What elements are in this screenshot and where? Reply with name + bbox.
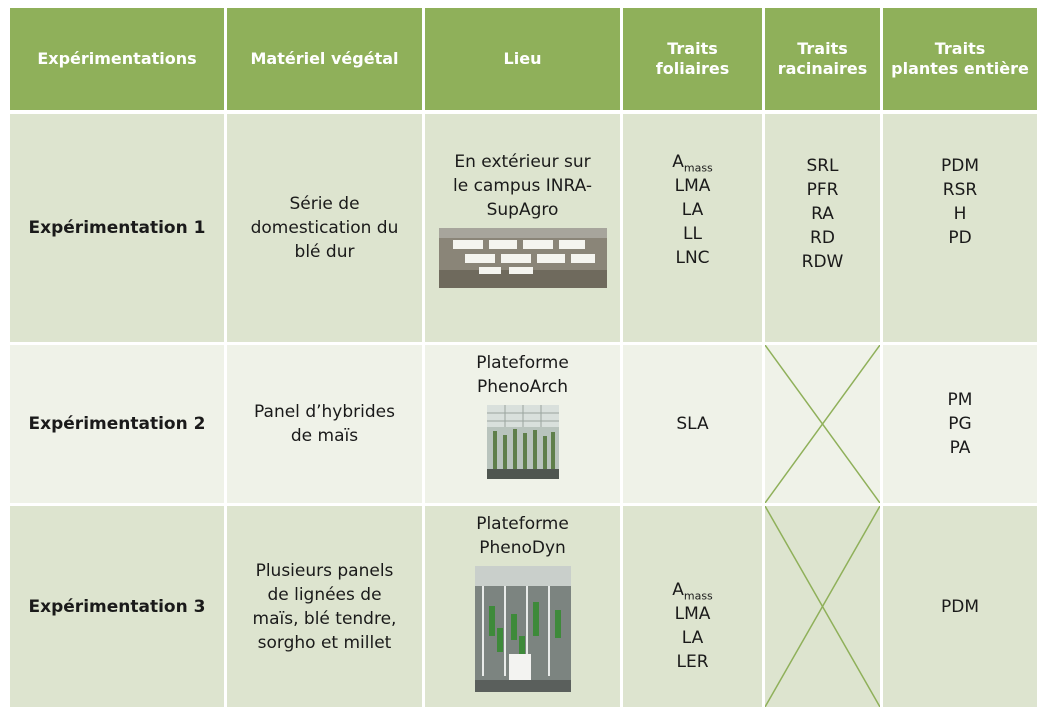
row2-lieu: Plateforme PhenoArch <box>425 345 620 503</box>
row1-experimentation: Expérimentation 1 <box>10 114 224 342</box>
row3-traits-plantes: PDM <box>883 506 1037 707</box>
header-label: Expérimentations <box>37 49 197 68</box>
header-label: Traits <box>934 39 986 58</box>
material-line: blé dur <box>294 242 355 262</box>
trait-item: PM <box>947 390 973 410</box>
header-lieu: Lieu <box>425 8 620 110</box>
header-traits-foliaires: Traits foliaires <box>623 8 762 110</box>
not-applicable-cross <box>765 506 880 707</box>
greenhouse-photo <box>486 405 559 479</box>
material-line: Série de <box>289 194 360 214</box>
trait-item: RD <box>810 228 835 248</box>
material-line: de maïs <box>290 426 359 446</box>
trait-item: SLA <box>676 414 709 434</box>
phenotyping-platform-photo <box>474 566 571 692</box>
trait-item: PD <box>948 228 972 248</box>
location-line: En extérieur sur <box>454 152 591 172</box>
experiment-name: Expérimentation 1 <box>28 218 206 238</box>
trait-item: RDW <box>801 252 844 272</box>
header-label: Matériel végétal <box>250 49 399 68</box>
trait-item: LER <box>676 652 709 672</box>
trait-item: PDM <box>940 596 979 617</box>
trait-item: RSR <box>942 180 978 200</box>
experiment-name: Expérimentation 2 <box>28 414 206 434</box>
row1-materiel: Série de domestication du blé dur <box>227 114 422 342</box>
experiment-name: Expérimentation 3 <box>28 596 206 617</box>
amass-base: A <box>672 580 684 600</box>
material-line: sorgho et millet <box>257 632 392 653</box>
material-line: maïs, blé tendre, <box>252 608 397 629</box>
trait-item: RA <box>811 204 834 224</box>
row3-lieu: Plateforme PhenoDyn <box>425 506 620 707</box>
trait-item: SRL <box>806 156 839 176</box>
trait-item: PA <box>949 438 971 458</box>
trait-item: LA <box>681 628 704 648</box>
row2-traits-plantes: PM PG PA <box>883 345 1037 503</box>
row2-traits-racinaires <box>765 345 880 503</box>
material-line: Panel d’hybrides <box>254 402 395 422</box>
material-line: Plusieurs panels <box>255 560 394 581</box>
row3-materiel: Plusieurs panels de lignées de maïs, blé… <box>227 506 422 707</box>
header-traits-plantes: Traits plantes entière <box>883 8 1037 110</box>
location-line: le campus INRA- <box>453 176 592 196</box>
trait-item: LNC <box>675 248 710 268</box>
header-label: Traits <box>667 39 718 58</box>
trait-item: LA <box>681 200 704 220</box>
row1-traits-plantes: PDM RSR H PD <box>883 114 1037 342</box>
row3-traits-foliaires: Amass LMA LA LER <box>623 506 762 707</box>
trait-item: H <box>953 204 967 224</box>
row1-traits-foliaires: Amass LMA LA LL LNC <box>623 114 762 342</box>
trait-item: PG <box>948 414 972 434</box>
row1-traits-racinaires: SRL PFR RA RD RDW <box>765 114 880 342</box>
row2-experimentation: Expérimentation 2 <box>10 345 224 503</box>
amass-subscript: mass <box>683 161 713 175</box>
header-label: Lieu <box>503 49 542 68</box>
material-line: domestication du <box>250 218 399 238</box>
not-applicable-cross <box>765 345 880 503</box>
traits-table: Expérimentations Matériel végétal Lieu T… <box>10 8 1037 707</box>
header-label: Traits <box>797 39 848 58</box>
trait-item: LMA <box>674 176 711 196</box>
header-label: foliaires <box>655 59 730 78</box>
trait-item: PDM <box>940 156 979 176</box>
location-line: Plateforme <box>476 353 569 373</box>
location-line: Plateforme <box>476 514 569 534</box>
amass-base: A <box>672 152 684 172</box>
amass-trait: Amass <box>672 578 713 602</box>
trait-item: PFR <box>806 180 839 200</box>
header-label: plantes entière <box>891 59 1029 78</box>
row3-traits-racinaires <box>765 506 880 707</box>
material-line: de lignées de <box>267 584 382 605</box>
row1-lieu: En extérieur sur le campus INRA- SupAgro <box>425 114 620 342</box>
outdoor-pots-photo <box>438 228 607 288</box>
row2-materiel: Panel d’hybrides de maïs <box>227 345 422 503</box>
location-line: PhenoDyn <box>479 538 566 558</box>
header-experimentations: Expérimentations <box>10 8 224 110</box>
amass-subscript: mass <box>683 589 713 603</box>
trait-item: LL <box>683 224 702 244</box>
location-line: PhenoArch <box>476 377 569 397</box>
header-label: racinaires <box>777 59 868 78</box>
location-line: SupAgro <box>486 200 559 220</box>
amass-trait: Amass <box>672 150 713 174</box>
row2-traits-foliaires: SLA <box>623 345 762 503</box>
header-materiel: Matériel végétal <box>227 8 422 110</box>
trait-item: LMA <box>674 604 711 624</box>
header-traits-racinaires: Traits racinaires <box>765 8 880 110</box>
row3-experimentation: Expérimentation 3 <box>10 506 224 707</box>
